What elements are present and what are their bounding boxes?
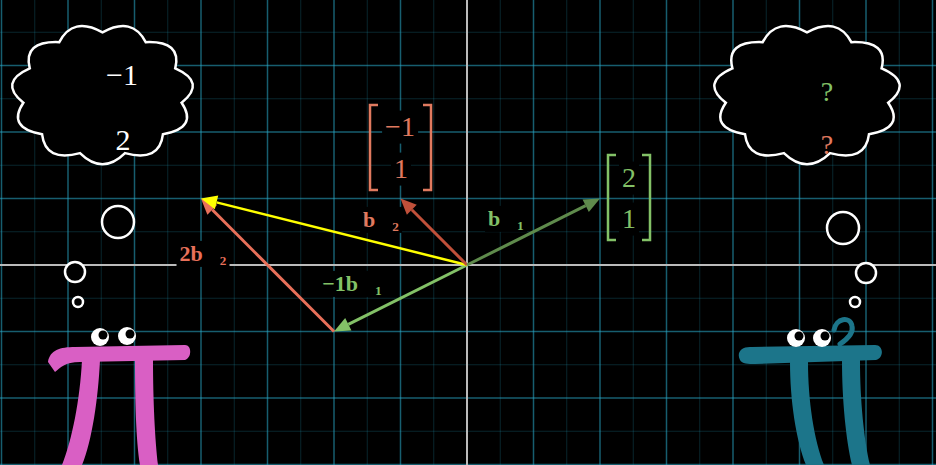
pi-body [739, 345, 882, 364]
cloud-outline [707, 15, 907, 173]
matrix-entry: 1 [619, 203, 639, 236]
cloud-outline [5, 15, 200, 173]
pi-leg [790, 362, 824, 465]
axis-line [466, 0, 468, 465]
vector-label: b⃗₂ [360, 207, 402, 233]
thought-dot [856, 263, 876, 283]
pupil [795, 332, 804, 341]
matrix-entry: −1 [382, 111, 418, 144]
arrowhead [201, 196, 218, 210]
grid-line [466, 0, 468, 465]
grid-line [666, 0, 668, 465]
matrix-bracket [642, 155, 650, 240]
vector-label: −1b⃗₁ [319, 271, 384, 297]
matrix-bracket [423, 105, 431, 190]
arrowhead [334, 318, 351, 331]
grid-line [1, 0, 3, 465]
vector-label: b⃗₁ [485, 206, 527, 232]
thought-bubble: ?? [707, 15, 907, 173]
thought-dot [102, 206, 134, 238]
matrix-entry: 2 [619, 162, 639, 195]
pi-body [48, 345, 190, 372]
thought-bubble: −1 2 [5, 15, 200, 173]
arrowhead [401, 199, 417, 215]
thought-dot [850, 297, 860, 307]
grid-line [200, 0, 202, 465]
vector-label: 2b⃗₂ [177, 241, 230, 267]
grid-line [932, 0, 934, 465]
pi-leg [842, 360, 870, 465]
vector-shaft [217, 202, 467, 265]
pi-leg [135, 360, 158, 465]
thought-dot [827, 212, 859, 244]
arrowhead [583, 199, 600, 212]
vector-arrow [201, 196, 467, 265]
vector-shaft [467, 206, 586, 265]
grid-line [699, 0, 700, 465]
cloud-shape [714, 26, 899, 164]
pupil [821, 332, 830, 341]
eyebrow [834, 320, 852, 344]
pi-creature [48, 327, 190, 465]
cloud-shape [12, 26, 193, 164]
vector-arrow [467, 199, 600, 266]
eye [813, 329, 831, 347]
grid-line [566, 0, 567, 465]
pi-leg [62, 360, 100, 465]
eye [118, 327, 136, 345]
matrix-entry: 2 [116, 125, 131, 155]
pupil [99, 331, 108, 340]
matrix-entry: ? [821, 78, 833, 106]
eye [91, 328, 109, 346]
matrix-bracket [370, 105, 378, 190]
pupil [126, 330, 135, 339]
vector-shaft [412, 210, 467, 265]
grid-line [899, 0, 900, 465]
pi-creature [739, 320, 882, 465]
grid-line [500, 0, 501, 465]
matrix-entry: 1 [391, 153, 411, 186]
matrix-bracket [608, 155, 616, 240]
thought-dot [73, 297, 83, 307]
grid-line [599, 0, 601, 465]
matrix-entry: −1 [106, 60, 138, 90]
eye [787, 329, 805, 347]
matrix-entry: ? [821, 131, 833, 159]
grid-line [267, 0, 269, 465]
grid-line [300, 0, 301, 465]
vector-arrow [401, 199, 468, 266]
thought-dot [65, 262, 85, 282]
